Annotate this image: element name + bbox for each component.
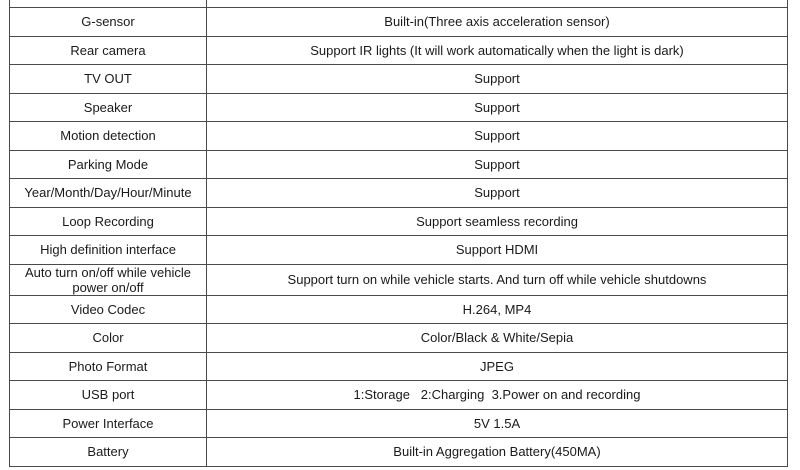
spec-label: USB port: [9, 380, 207, 410]
table-row: USB port 1:Storage 2:Charging 3.Power on…: [9, 380, 788, 410]
table-row: Rear camera Support IR lights (It will w…: [9, 35, 788, 65]
spec-label: Parking Mode: [9, 149, 207, 179]
spec-label: Year/Month/Day/Hour/Minute: [9, 178, 207, 208]
spec-value: 1:Storage 2:Charging 3.Power on and reco…: [206, 380, 788, 410]
spec-label: Rear camera: [9, 35, 207, 65]
spec-value: Support seamless recording: [206, 206, 788, 236]
spec-value: Support turn on while vehicle starts. An…: [206, 263, 788, 296]
spec-value: Support: [206, 121, 788, 151]
table-row: Photo Format JPEG: [9, 351, 788, 381]
table-row: Auto turn on/off while vehicle power on/…: [9, 263, 788, 296]
spec-label: Loop Recording: [9, 206, 207, 236]
spec-value: Support: [206, 178, 788, 208]
spec-label: Motion detection: [9, 121, 207, 151]
table-row: G-sensor Built-in(Three axis acceleratio…: [9, 7, 788, 37]
table-row: Battery Built-in Aggregation Battery(450…: [9, 437, 788, 467]
spec-value: Support IR lights (It will work automati…: [206, 35, 788, 65]
spec-table: G-sensor Built-in(Three axis acceleratio…: [9, 0, 788, 467]
spec-label: High definition interface: [9, 235, 207, 265]
spec-value: Built-in Aggregation Battery(450MA): [206, 437, 788, 467]
spec-label: Battery: [9, 437, 207, 467]
spec-value: Support: [206, 149, 788, 179]
spec-label: Photo Format: [9, 351, 207, 381]
table-row: [9, 0, 788, 8]
spec-value: Support HDMI: [206, 235, 788, 265]
table-row: High definition interface Support HDMI: [9, 235, 788, 265]
table-row: Motion detection Support: [9, 121, 788, 151]
spec-label: Video Codec: [9, 294, 207, 324]
spec-label: Power Interface: [9, 408, 207, 438]
spec-value: Built-in(Three axis acceleration sensor): [206, 7, 788, 37]
spec-label: Color: [9, 323, 207, 353]
spec-label: [9, 0, 207, 8]
spec-value: [206, 0, 788, 8]
table-row: TV OUT Support: [9, 64, 788, 94]
spec-value: Color/Black & White/Sepia: [206, 323, 788, 353]
spec-value: Support: [206, 92, 788, 122]
table-row: Video Codec H.264, MP4: [9, 294, 788, 324]
spec-value: JPEG: [206, 351, 788, 381]
spec-label: Auto turn on/off while vehicle power on/…: [9, 263, 207, 296]
spec-label: G-sensor: [9, 7, 207, 37]
spec-value: Support: [206, 64, 788, 94]
table-row: Year/Month/Day/Hour/Minute Support: [9, 178, 788, 208]
table-row: Loop Recording Support seamless recordin…: [9, 206, 788, 236]
table-row: Parking Mode Support: [9, 149, 788, 179]
table-row: Power Interface 5V 1.5A: [9, 408, 788, 438]
spec-value: H.264, MP4: [206, 294, 788, 324]
spec-label: Speaker: [9, 92, 207, 122]
table-row: Color Color/Black & White/Sepia: [9, 323, 788, 353]
table-row: Speaker Support: [9, 92, 788, 122]
spec-label: TV OUT: [9, 64, 207, 94]
spec-value: 5V 1.5A: [206, 408, 788, 438]
